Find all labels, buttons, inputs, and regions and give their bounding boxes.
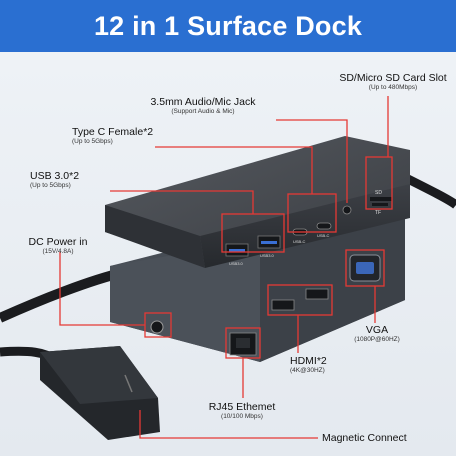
vga-title: VGA <box>365 324 389 336</box>
typec-callout: Type C Female*2 (Up to 5Gbps) <box>72 126 192 146</box>
audio-jack <box>342 205 352 215</box>
rj45-callout: RJ45 Ethemet (10/100 Mbps) <box>186 401 298 421</box>
tf-slot <box>372 203 388 206</box>
usbc1-port-text: USB-C <box>293 239 306 244</box>
dc-power-callout: DC Power in (15V/4.8A) <box>18 236 98 256</box>
usbc2-port-text: USB-C <box>317 233 330 238</box>
hdmi-callout: HDMI*2 (4K@30HZ) <box>290 355 370 375</box>
rj45-sub: (10/100 Mbps) <box>221 413 263 420</box>
typec-sub: (Up to 5Gbps) <box>72 138 113 145</box>
page-title: 12 in 1 Surface Dock <box>93 10 363 41</box>
dc-power-sub: (15V/4.8A) <box>42 248 74 255</box>
hdmi-port-1 <box>271 299 295 311</box>
hdmi-title: HDMI*2 <box>290 355 327 367</box>
usb-port-2 <box>257 235 281 249</box>
dc-power-port <box>150 320 164 334</box>
sd-slot-title: SD/Micro SD Card Slot <box>339 72 447 84</box>
rj45-title: RJ45 Ethemet <box>208 401 276 413</box>
audio-jack-sub: (Support Audio & Mic) <box>171 108 235 115</box>
title-banner: 12 in 1 Surface Dock <box>0 0 456 52</box>
usb-sub: (Up to 5Gbps) <box>30 182 71 189</box>
dock-base-unit <box>110 206 405 362</box>
sd-slot-sub: (Up to 480Mbps) <box>368 84 418 91</box>
hdmi-port-2 <box>305 288 329 300</box>
usb-port-1 <box>225 243 249 257</box>
sd-slot-callout: SD/Micro SD Card Slot (Up to 480Mbps) <box>318 72 456 92</box>
hdmi-sub: (4K@30HZ) <box>290 367 325 374</box>
dc-power-title: DC Power in <box>28 236 88 248</box>
tf-port-text: TF <box>375 210 381 216</box>
usb1-port-text: USB3.0 <box>229 261 244 266</box>
vga-callout: VGA (1080P@60HZ) <box>342 324 412 344</box>
magnetic-callout: Magnetic Connect <box>322 432 442 444</box>
usb-title: USB 3.0*2 <box>30 170 80 182</box>
typec-title: Type C Female*2 <box>72 126 154 138</box>
audio-jack-callout: 3.5mm Audio/Mic Jack (Support Audio & Mi… <box>128 96 278 116</box>
rj45-port <box>229 332 257 356</box>
magnetic-connector <box>40 346 160 440</box>
callout-lines <box>59 96 393 439</box>
usb2-port-text: USB3.0 <box>260 253 275 258</box>
cable-left <box>0 267 127 323</box>
vga-port <box>349 254 381 282</box>
usb-callout: USB 3.0*2 (Up to 5Gbps) <box>30 170 130 190</box>
sd-port-text: SD <box>375 190 382 196</box>
sd-slot <box>370 197 392 201</box>
vga-sub: (1080P@60HZ) <box>354 336 400 343</box>
audio-jack-title: 3.5mm Audio/Mic Jack <box>150 96 256 108</box>
magnetic-title: Magnetic Connect <box>322 432 407 444</box>
usbc-port-2 <box>316 222 332 230</box>
